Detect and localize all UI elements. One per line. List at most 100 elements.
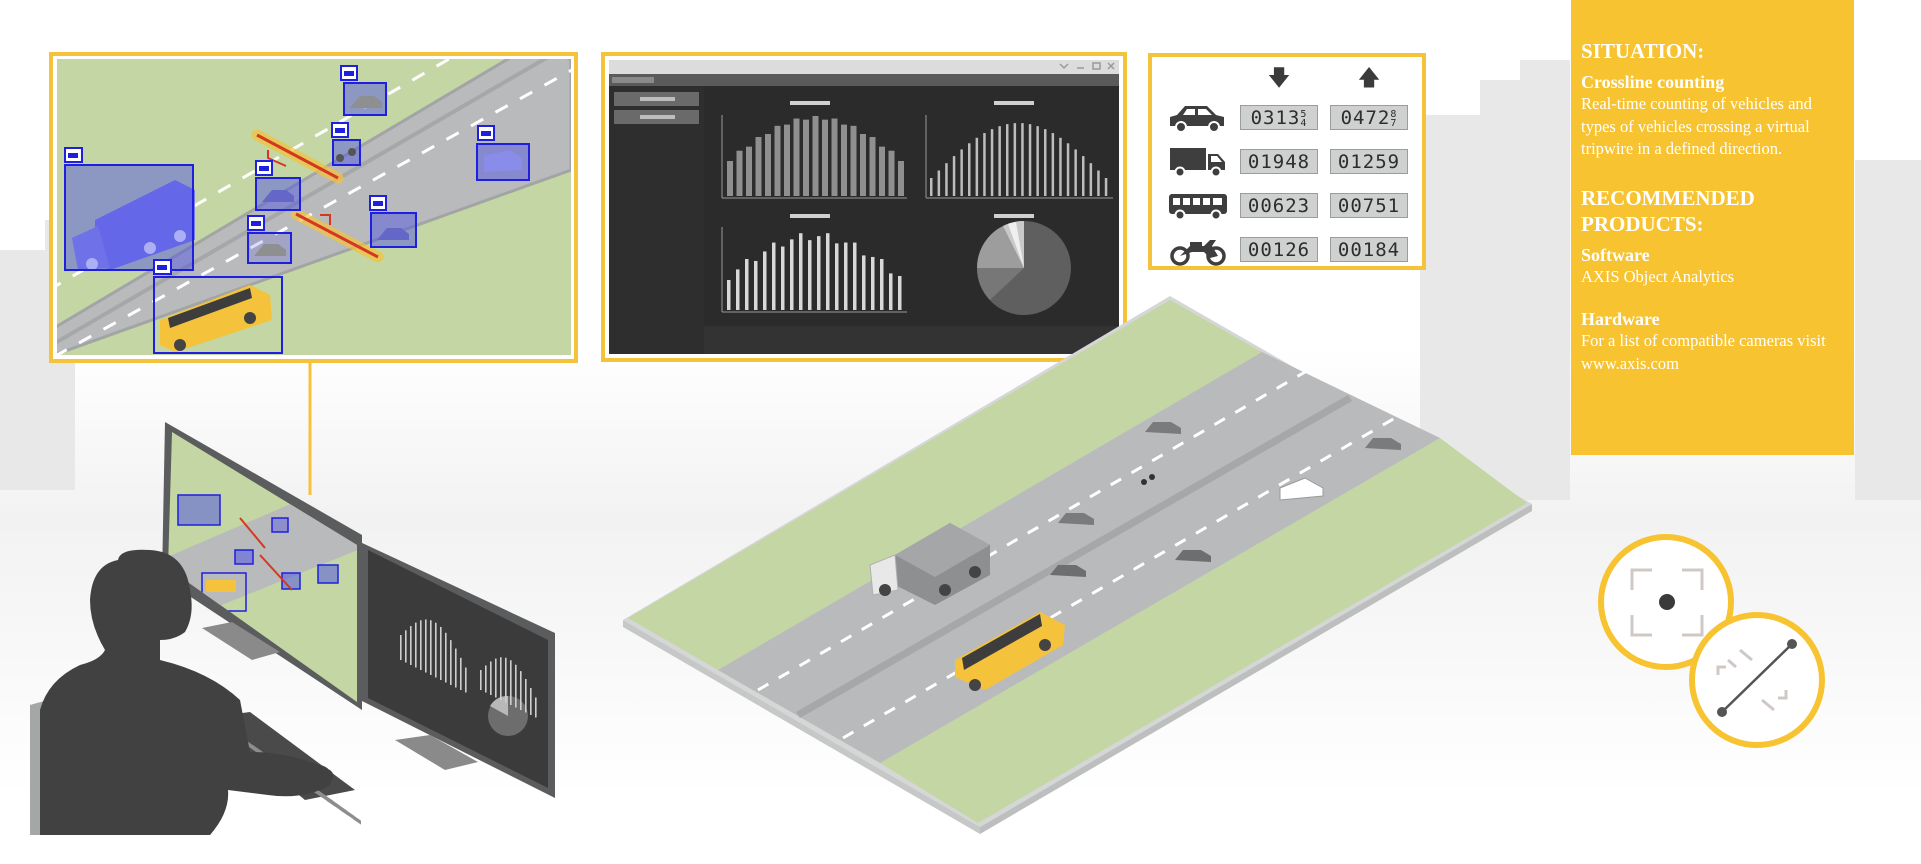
dashboard-bar — [1036, 126, 1039, 196]
dashboard-bar — [765, 134, 771, 196]
dashboard-bar — [1059, 137, 1062, 196]
dashboard-bar — [736, 269, 740, 310]
dashboard-bar — [812, 116, 819, 196]
dashboard-bar — [871, 256, 875, 310]
keyboard-key — [249, 743, 257, 753]
dashboard-bar — [860, 134, 866, 196]
dashboard-bar — [420, 620, 422, 670]
dashboard-bar — [930, 178, 933, 196]
truck-count-outbound: 01259 — [1330, 149, 1408, 174]
dashboard-bar — [405, 630, 407, 663]
dashboard-bar — [803, 119, 809, 196]
dashboard-bar — [898, 276, 902, 310]
dashboard-bar — [500, 657, 502, 700]
dashboard-bar — [535, 697, 537, 718]
dashboard-bar — [968, 143, 971, 196]
dashboard-bar — [460, 657, 462, 690]
dashboard-bar — [983, 133, 986, 196]
dashboard-bar — [755, 137, 762, 196]
dashboard-bar — [880, 259, 884, 310]
detected-bus — [153, 259, 283, 354]
hardware-label: Hardware — [1581, 309, 1660, 329]
dashboard-bar — [400, 635, 402, 660]
car-icon — [1170, 106, 1224, 133]
dashboard-bar — [495, 658, 497, 698]
dashboard-bar — [799, 233, 803, 310]
motorcycle-count-row: 00126 00184 — [1152, 229, 1422, 269]
dashboard-bar — [746, 146, 752, 196]
detected-car-1 — [340, 65, 387, 116]
info-panel: SITUATION: Crossline counting Real-time … — [1571, 0, 1854, 455]
dashboard-bar — [1097, 170, 1100, 196]
dashboard-bar — [1082, 156, 1085, 196]
dashboard-bar — [960, 149, 963, 196]
window-controls — [1059, 62, 1115, 70]
detected-truck — [64, 147, 195, 271]
analytics-monitor — [360, 542, 555, 798]
camera-road — [57, 59, 571, 354]
dashboard-bar — [822, 119, 828, 196]
detected-van — [476, 125, 530, 181]
situation-description: Real-time counting of vehicles and types… — [1581, 94, 1812, 158]
highway-truck — [869, 523, 990, 605]
highway-scene — [623, 296, 1532, 834]
dashboard-bar — [490, 661, 492, 695]
dashboard-bar — [530, 687, 532, 715]
dashboard-bar — [745, 259, 749, 310]
arrow-down-icon: 🡇 — [1267, 65, 1291, 90]
car-count-outbound: 04728 7 — [1330, 105, 1408, 130]
dashboard-bar — [1013, 123, 1017, 196]
motorcycle-count-outbound: 00184 — [1330, 237, 1408, 262]
dashboard-bar — [445, 632, 447, 683]
dashboard-bar — [754, 260, 758, 310]
dashboard-bar — [784, 124, 790, 196]
dashboard-bar — [817, 236, 821, 310]
dashboard-bar — [808, 240, 812, 310]
truck-count-row: 01948 01259 — [1152, 141, 1422, 181]
dashboard-bar-chart-1 — [721, 101, 907, 199]
dashboard-bar — [520, 671, 522, 710]
dashboard-bar — [525, 678, 527, 713]
dashboard-bar — [937, 170, 941, 196]
dashboard-bar — [1044, 129, 1047, 196]
dashboard-bar — [826, 233, 830, 310]
dashboard-bar — [998, 126, 1001, 196]
dashboard-bar — [1089, 163, 1093, 196]
dashboard-bar — [415, 622, 417, 668]
dashboard-bar — [435, 622, 437, 678]
crossline-icon — [1689, 612, 1825, 748]
dashboard-bar — [515, 664, 517, 708]
grass-left — [628, 300, 1262, 670]
dashboard-bar — [841, 124, 847, 196]
recommended-products-heading: RECOMMENDED PRODUCTS: — [1581, 185, 1755, 236]
highway-bus — [955, 612, 1065, 691]
vehicle-counter-panel: 🡇 🡅 03135 4 04728 7 01948 01259 — [1148, 53, 1426, 270]
situation-title: Crossline counting — [1581, 72, 1725, 92]
car-count-outbound-rolling-digit: 8 7 — [1390, 108, 1398, 129]
car-count-inbound-rolling-digit: 5 4 — [1300, 108, 1308, 129]
dashboard-bar — [1021, 123, 1024, 196]
operator-workstation — [30, 422, 555, 835]
car-count-row: 03135 4 04728 7 — [1152, 97, 1422, 137]
bus-count-row: 00623 00751 — [1152, 185, 1422, 225]
dashboard-bar — [853, 242, 857, 310]
keyboard-key — [353, 815, 361, 825]
dashboard-bar — [879, 146, 885, 196]
keyboard-key — [340, 806, 348, 816]
dashboard-bar — [772, 242, 776, 310]
dashboard-bar — [862, 255, 866, 310]
object-detection-icon — [1598, 534, 1734, 670]
analytics-dashboard-panel — [601, 52, 1127, 362]
dashboard-bar — [793, 118, 800, 196]
dashboard-bar — [430, 620, 432, 675]
dashboard-bar — [505, 657, 507, 703]
software-label: Software — [1581, 244, 1650, 265]
dashboard-bar — [945, 163, 948, 196]
dashboard-bar — [510, 660, 512, 705]
software-value: AXIS Object Analytics — [1581, 266, 1735, 286]
dashboard-bar — [990, 129, 994, 196]
dashboard-bar — [952, 156, 956, 196]
dashboard-bar — [781, 246, 785, 310]
dashboard-bar — [727, 161, 733, 196]
bus-icon — [1169, 194, 1227, 221]
